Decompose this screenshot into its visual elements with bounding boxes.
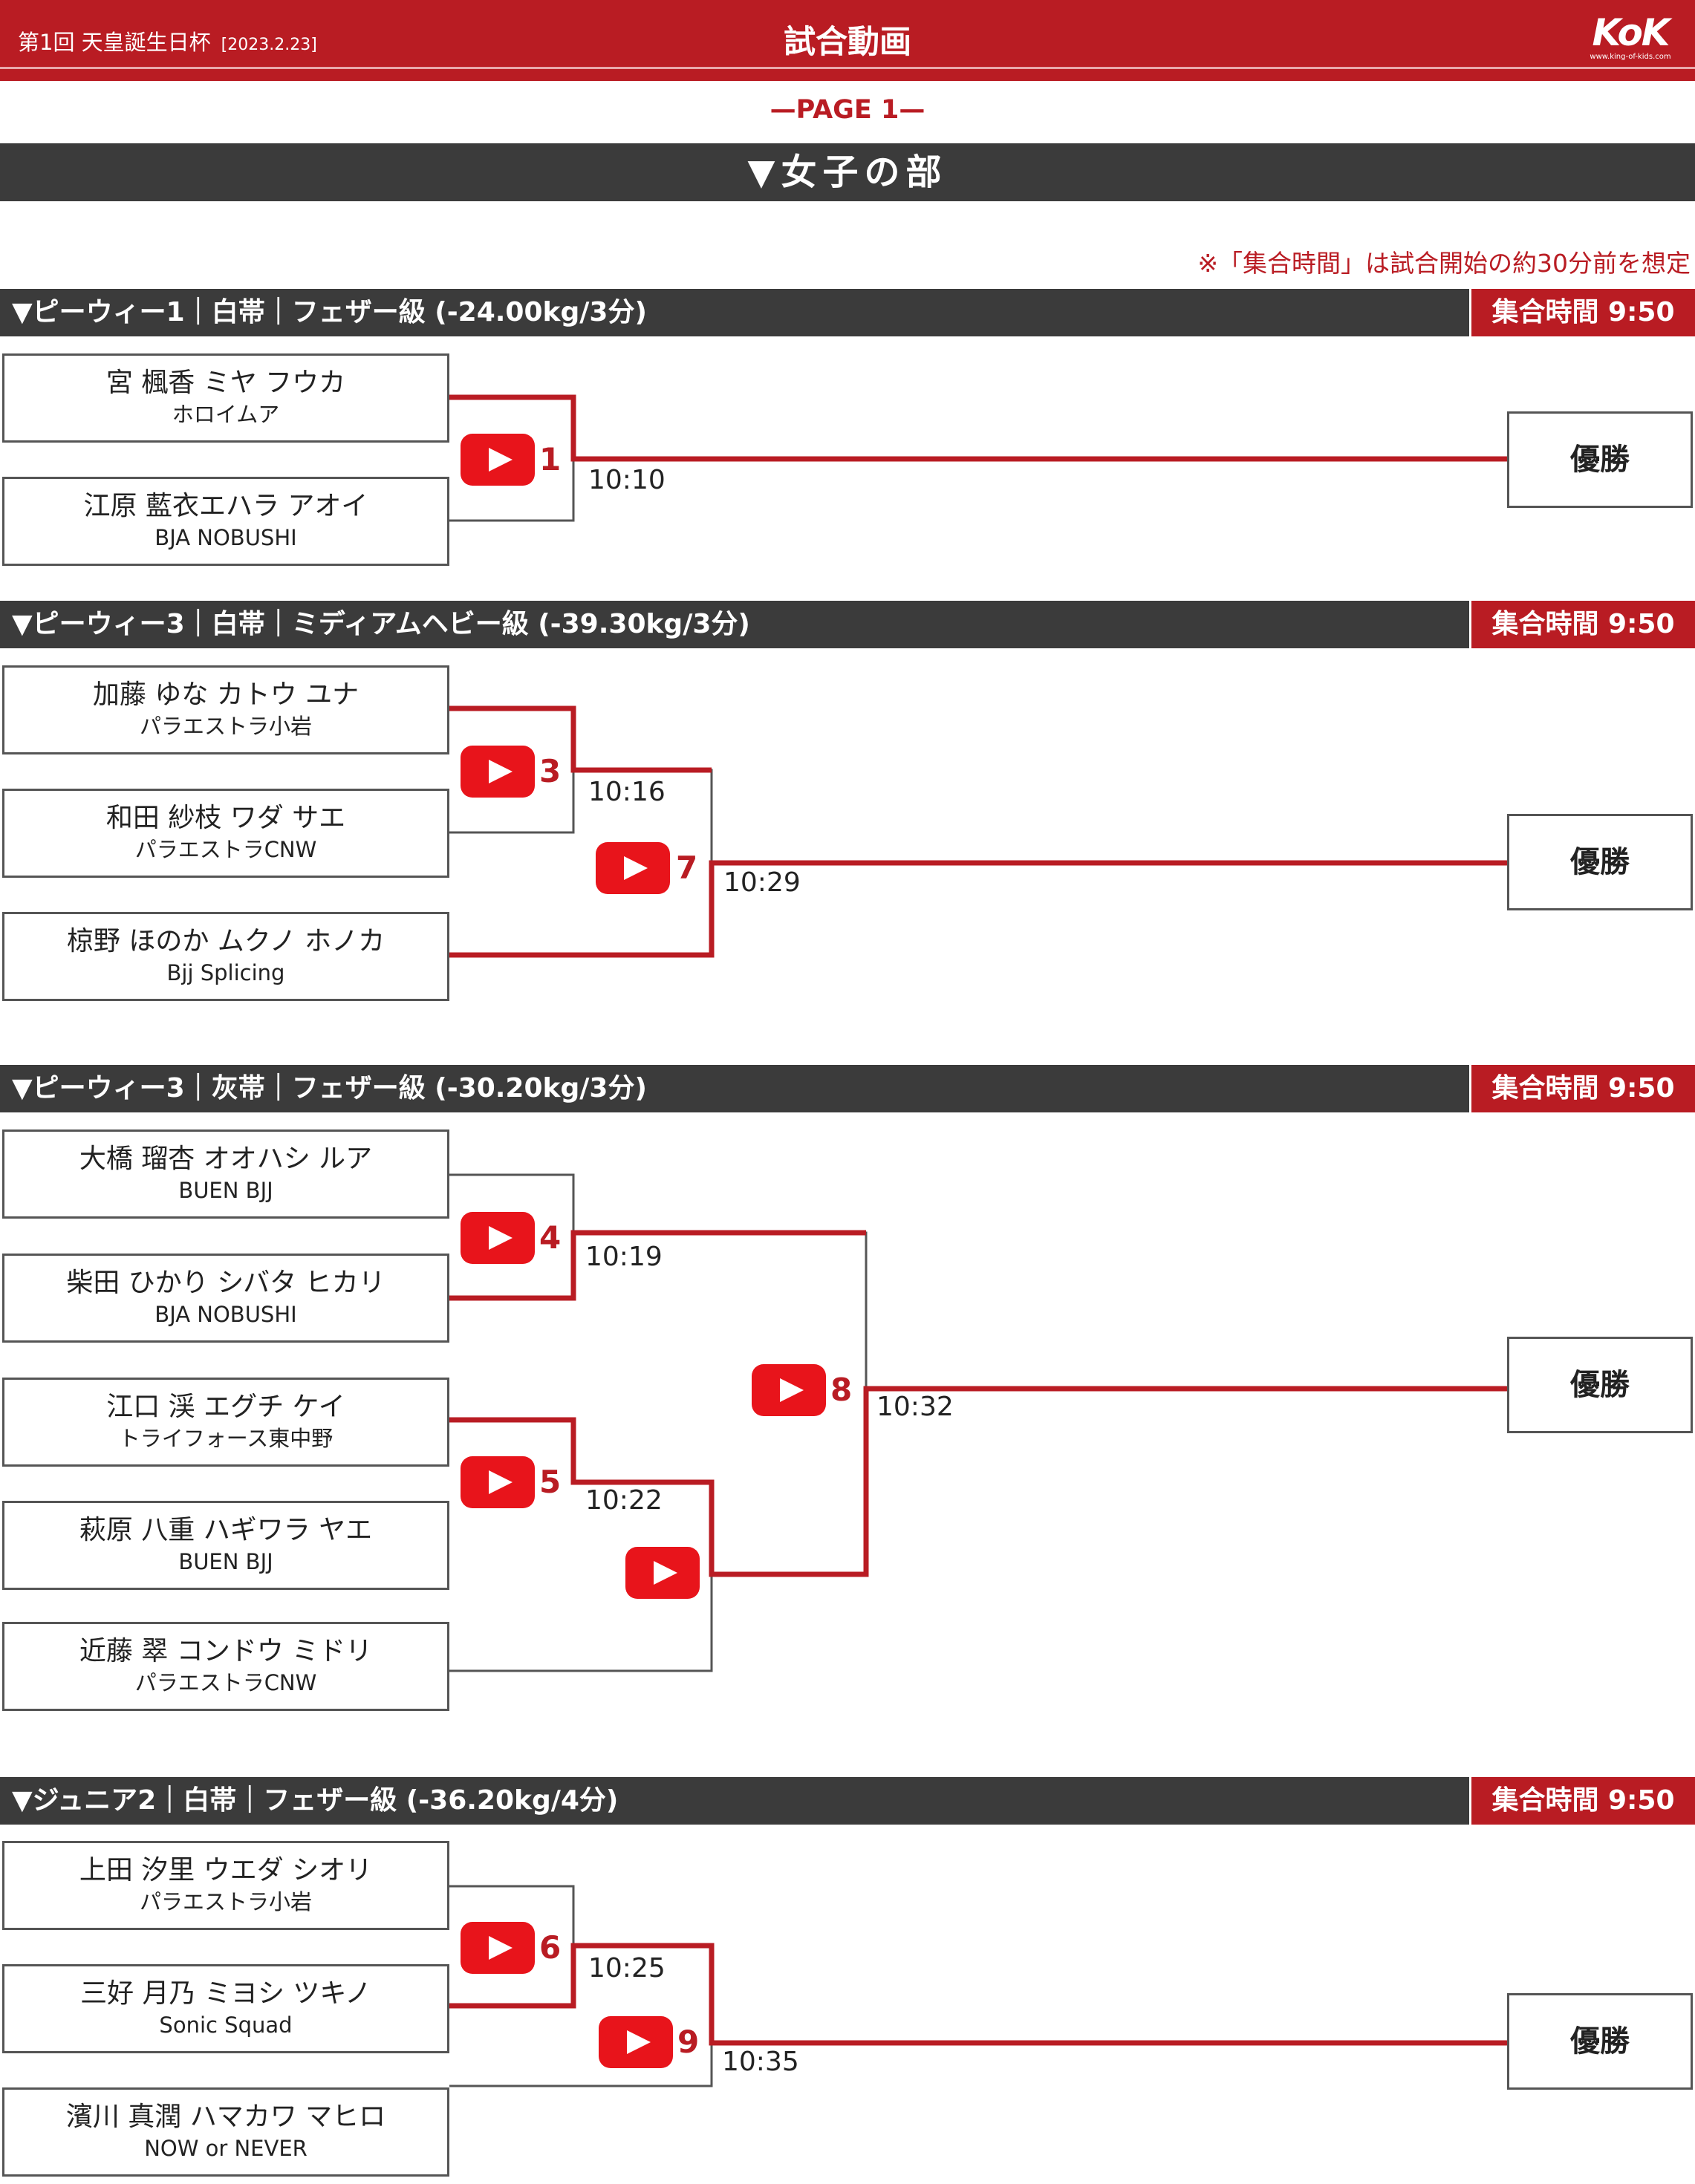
player-box: 和田 紗枝 ワダ サエパラエストラCNW (2, 789, 449, 878)
play-video-button[interactable] (461, 746, 535, 798)
match-number: 7 (676, 850, 698, 886)
player-name: 萩原 八重 ハギワラ ヤエ (79, 1515, 373, 1545)
player-name: 三好 月乃 ミヨシ ツキノ (80, 1978, 371, 2009)
player-box: 大橋 瑠杏 オオハシ ルア BUEN BJJ (2, 1130, 449, 1219)
assembly-time: 集合時間 9:50 (1469, 1065, 1695, 1112)
player-team: BJA NOBUSHI (154, 525, 297, 550)
player-name: 加藤 ゆな カトウ ユナ (92, 679, 360, 710)
player-name: 上田 汐里 ウエダ シオリ (79, 1855, 373, 1885)
page-title: 試合動画 (784, 24, 911, 61)
player-name: 江口 渓 エグチ ケイ (106, 1392, 345, 1422)
play-video-button[interactable] (461, 1922, 535, 1974)
category-header: ▼ピーウィー3｜灰帯｜フェザー級 (-30.20kg/3分) 集合時間 9:50 (0, 1065, 1695, 1112)
play-video-button[interactable] (461, 434, 535, 486)
play-video-button[interactable] (461, 1456, 535, 1508)
kok-logo[interactable]: KoK www.king-of-kids.com (1578, 12, 1682, 61)
player-box: 萩原 八重 ハギワラ ヤエ BUEN BJJ (2, 1501, 449, 1590)
player-team: BJA NOBUSHI (154, 1302, 297, 1327)
event-name: 第1回 天皇誕生日杯 (18, 30, 211, 55)
match-number: 4 (539, 1219, 562, 1256)
play-video-button[interactable] (625, 1547, 700, 1599)
category-header: ▼ピーウィー1｜白帯｜フェザー級 (-24.00kg/3分) 集合時間 9:50 (0, 289, 1695, 336)
player-team: トライフォース東中野 (118, 1426, 334, 1451)
match-time: 10:16 (588, 777, 666, 807)
category-title: ▼ジュニア2｜白帯｜フェザー級 (-36.20kg/4分) (12, 1785, 619, 1816)
player-team: BUEN BJJ (178, 1549, 273, 1574)
assembly-time: 集合時間 9:50 (1469, 1777, 1695, 1825)
match-number: 9 (677, 2024, 700, 2060)
category-title: ▼ピーウィー3｜灰帯｜フェザー級 (-30.20kg/3分) (12, 1073, 647, 1104)
top-header-bar (0, 0, 1695, 81)
assembly-time: 集合時間 9:50 (1469, 601, 1695, 648)
player-name: 濱川 真潤 ハマカワ マヒロ (65, 2102, 386, 2132)
player-team: Bjj Splicing (166, 960, 285, 985)
match-time: 10:19 (585, 1242, 663, 1272)
match-time: 10:35 (722, 2047, 799, 2077)
match-number: 6 (539, 1929, 562, 1966)
category-header: ▼ピーウィー3｜白帯｜ミディアムヘビー級 (-39.30kg/3分) 集合時間 … (0, 601, 1695, 648)
player-name: 大橋 瑠杏 オオハシ ルア (79, 1144, 373, 1174)
player-name: 江原 藍衣エハラ アオイ (83, 491, 368, 521)
player-team: NOW or NEVER (144, 2136, 308, 2161)
match-time: 10:25 (588, 1953, 666, 1983)
player-name: 柴田 ひかり シバタ ヒカリ (66, 1268, 385, 1298)
player-box: 江口 渓 エグチ ケイトライフォース東中野 (2, 1378, 449, 1467)
player-name: 宮 楓香 ミヤ フウカ (105, 368, 346, 398)
player-name: 近藤 翠 コンドウ ミドリ (79, 1636, 373, 1666)
player-box: 宮 楓香 ミヤ フウカホロイムア (2, 353, 449, 443)
player-team: Sonic Squad (159, 2012, 293, 2038)
assembly-note: ※「集合時間」は試合開始の約30分前を想定 (1197, 249, 1691, 278)
player-team: パラエストラCNW (134, 837, 317, 862)
player-box: 濱川 真潤 ハマカワ マヒロ NOW or NEVER (2, 2087, 449, 2177)
logo-url: www.king-of-kids.com (1590, 53, 1671, 61)
play-video-button[interactable] (599, 2016, 673, 2068)
match-time: 10:10 (588, 465, 666, 495)
category-title: ▼ピーウィー1｜白帯｜フェザー級 (-24.00kg/3分) (12, 297, 647, 327)
match-time: 10:29 (723, 867, 801, 898)
match-number: 1 (539, 441, 562, 477)
match-time: 10:32 (876, 1392, 954, 1422)
event-date: [2023.2.23] (221, 36, 317, 54)
player-team: パラエストラ小岩 (139, 714, 312, 739)
page-label: —PAGE 1— (770, 95, 925, 125)
match-time: 10:22 (585, 1485, 663, 1516)
play-video-button[interactable] (752, 1364, 826, 1416)
match-number: 8 (830, 1372, 853, 1408)
player-box: 椋野 ほのか ムクノ ホノカ Bjj Splicing (2, 912, 449, 1001)
play-video-button[interactable] (596, 842, 670, 894)
division-header: ▼女子の部 (0, 143, 1695, 201)
category-title: ▼ピーウィー3｜白帯｜ミディアムヘビー級 (-39.30kg/3分) (12, 609, 750, 639)
champion-box: 優勝 (1507, 814, 1693, 910)
category-header: ▼ジュニア2｜白帯｜フェザー級 (-36.20kg/4分) 集合時間 9:50 (0, 1777, 1695, 1825)
match-number: 5 (539, 1464, 562, 1500)
match-number: 3 (539, 753, 562, 789)
player-box: 近藤 翠 コンドウ ミドリパラエストラCNW (2, 1622, 449, 1711)
play-video-button[interactable] (461, 1212, 535, 1264)
logo-text: KoK (1592, 11, 1670, 54)
player-box: 江原 藍衣エハラ アオイ BJA NOBUSHI (2, 477, 449, 566)
player-box: 加藤 ゆな カトウ ユナパラエストラ小岩 (2, 665, 449, 754)
player-box: 柴田 ひかり シバタ ヒカリ BJA NOBUSHI (2, 1254, 449, 1343)
player-box: 上田 汐里 ウエダ シオリパラエストラ小岩 (2, 1841, 449, 1930)
champion-box: 優勝 (1507, 1337, 1693, 1433)
player-team: ホロイムア (172, 402, 280, 427)
player-team: パラエストラCNW (134, 1670, 317, 1695)
player-box: 三好 月乃 ミヨシ ツキノ Sonic Squad (2, 1964, 449, 2053)
champion-box: 優勝 (1507, 411, 1693, 508)
assembly-time: 集合時間 9:50 (1469, 289, 1695, 336)
player-team: BUEN BJJ (178, 1178, 273, 1203)
champion-box: 優勝 (1507, 1993, 1693, 2090)
event-title: 第1回 天皇誕生日杯 [2023.2.23] (18, 25, 317, 56)
player-name: 和田 紗枝 ワダ サエ (105, 803, 346, 833)
player-name: 椋野 ほのか ムクノ ホノカ (66, 926, 385, 956)
player-team: パラエストラ小岩 (139, 1889, 312, 1914)
